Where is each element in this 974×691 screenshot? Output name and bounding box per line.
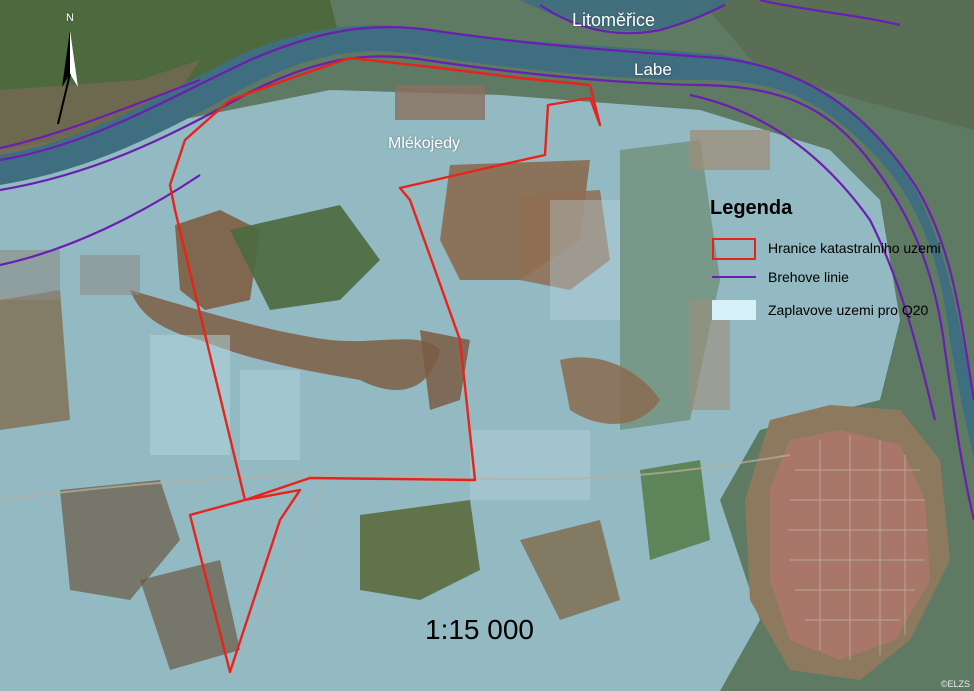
place-label-litomerice: Litoměřice: [572, 10, 656, 30]
place-label-mlekojedy: Mlékojedy: [388, 135, 461, 152]
legend-item-label: Hranice katastralniho uzemi: [768, 240, 941, 256]
legend-item-label: Brehove linie: [768, 269, 849, 285]
legend-item-cadastral-boundary: Hranice katastralniho uzemi: [710, 236, 941, 260]
map-credit: ©ELZS: [940, 679, 970, 689]
map-scale: 1:15 000: [425, 614, 534, 645]
legend-item-label: Zaplavove uzemi pro Q20: [768, 302, 929, 318]
light-blue-fill-icon: [710, 298, 758, 322]
legend-title: Legenda: [710, 197, 793, 219]
red-outline-box-icon: [710, 236, 758, 260]
north-arrow-label: N: [66, 12, 74, 24]
place-label-labe: Labe: [634, 60, 672, 79]
north-arrow-icon: [57, 30, 78, 125]
purple-line-icon: [710, 265, 758, 289]
legend-item-bank-lines: Brehove linie: [710, 265, 849, 289]
legend-item-flood-zone: Zaplavove uzemi pro Q20: [710, 298, 928, 322]
